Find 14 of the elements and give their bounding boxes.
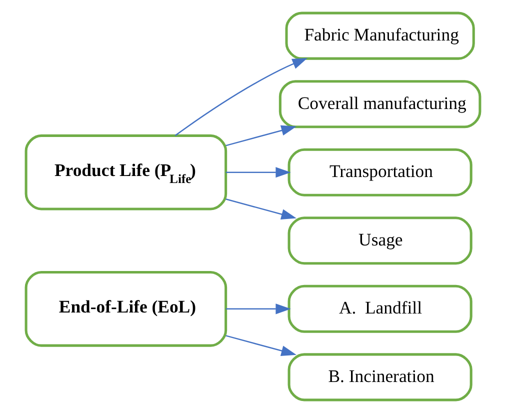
arrow [174, 58, 308, 136]
node-box: Usage [288, 216, 472, 265]
node-box: B. Incineration [288, 353, 472, 402]
arrow [226, 304, 291, 314]
arrow [226, 198, 296, 220]
arrow [226, 335, 296, 356]
arrow [226, 167, 291, 178]
node-box: Fabric Manufacturing [285, 12, 475, 60]
node-box: Coverall manufacturing [278, 80, 482, 128]
node-box: End-of-Life (EoL) [24, 270, 228, 347]
node-box: Product Life (P$_{Life}$) [24, 134, 228, 210]
arrow [226, 125, 296, 146]
node-box: Transportation [288, 148, 472, 196]
node-box: A. Landfill [288, 284, 472, 333]
